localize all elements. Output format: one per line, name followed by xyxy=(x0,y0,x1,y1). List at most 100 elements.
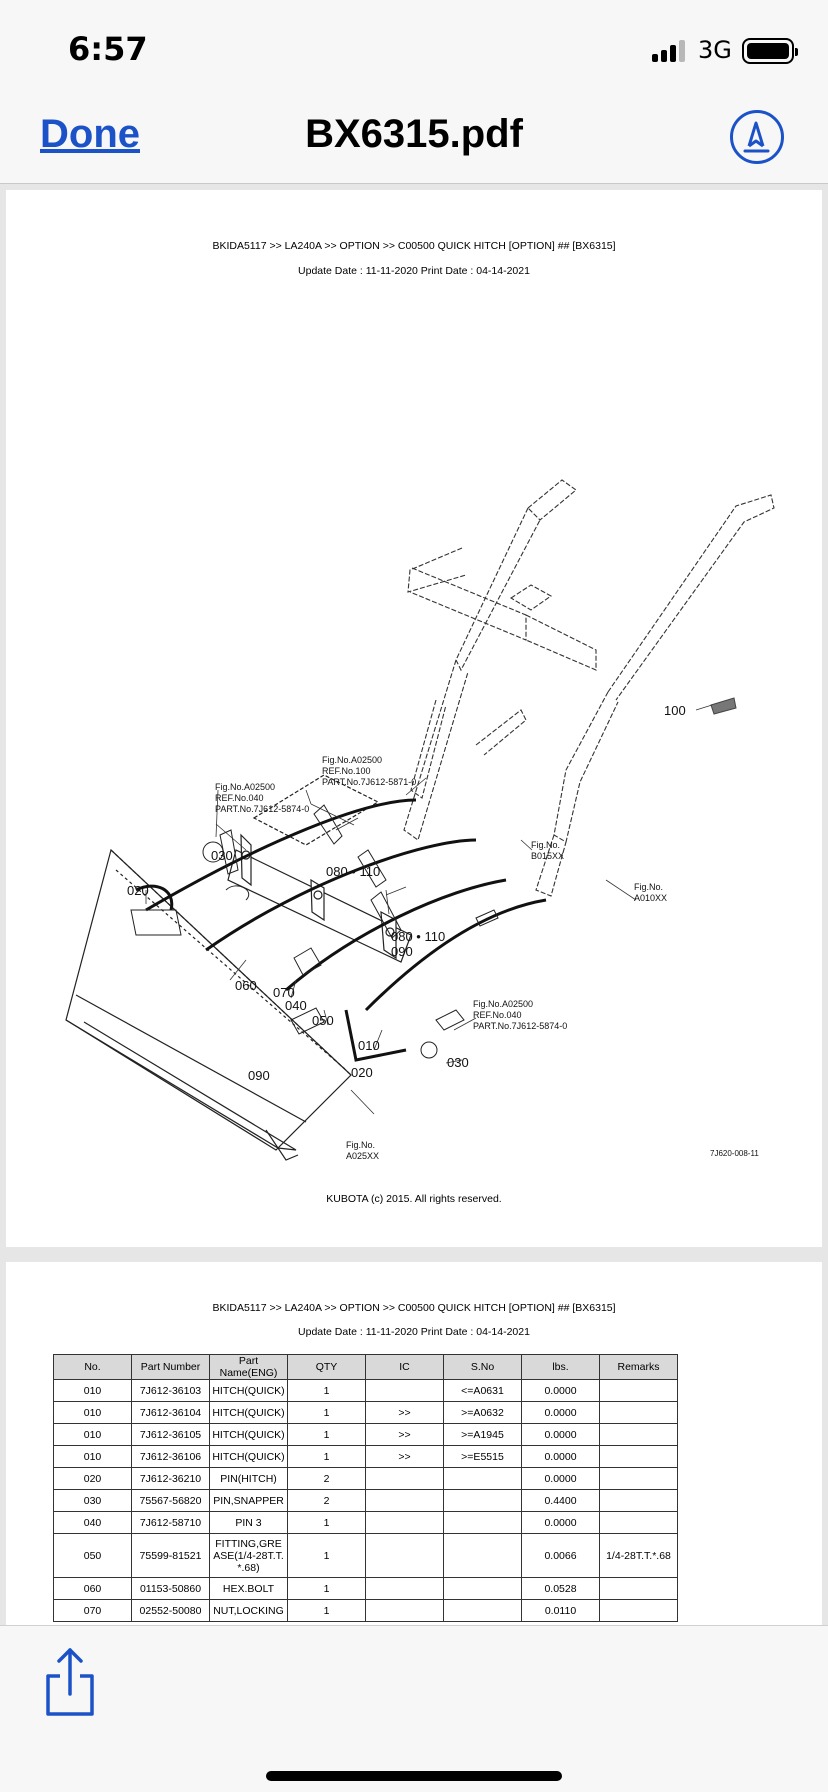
table-cell xyxy=(599,1511,678,1534)
share-icon[interactable] xyxy=(42,1646,98,1718)
table-cell xyxy=(599,1467,678,1490)
table-cell xyxy=(599,1379,678,1402)
callout-040: 040 xyxy=(285,998,307,1013)
table-cell: 010 xyxy=(53,1423,132,1446)
table-cell: 010 xyxy=(53,1445,132,1468)
home-indicator[interactable] xyxy=(266,1771,562,1781)
table-cell: 040 xyxy=(53,1511,132,1534)
ref-note-top-center-3: PART.No.7J612-5871-0 xyxy=(322,777,416,787)
table-cell: 0.0000 xyxy=(521,1511,600,1534)
table-cell: 0.0528 xyxy=(521,1577,600,1600)
table-cell: 7J612-58710 xyxy=(131,1511,210,1534)
table-cell: 0.0000 xyxy=(521,1401,600,1424)
table-cell: 0.4400 xyxy=(521,1489,600,1512)
table-cell: 1 xyxy=(287,1401,366,1424)
parts-diagram: Fig.No.A02500 REF.No.100 PART.No.7J612-5… xyxy=(65,479,775,1161)
table-cell xyxy=(365,1467,444,1490)
battery-icon xyxy=(742,38,798,64)
table-cell xyxy=(365,1577,444,1600)
table-cell: 1 xyxy=(287,1577,366,1600)
callout-050: 050 xyxy=(312,1013,334,1028)
table-cell xyxy=(599,1401,678,1424)
table-cell xyxy=(365,1379,444,1402)
callout-010: 010 xyxy=(358,1038,380,1053)
page-breadcrumb: BKIDA5117 >> LA240A >> OPTION >> C00500 … xyxy=(212,1302,616,1314)
done-button[interactable]: Done xyxy=(40,112,140,156)
table-cell: 020 xyxy=(53,1467,132,1490)
callout-030-right: 030 xyxy=(447,1055,469,1070)
callout-020-bottom: 020 xyxy=(351,1065,373,1080)
ref-note-top-left-3: PART.No.7J612-5874-0 xyxy=(215,804,309,814)
column-header: QTY xyxy=(287,1354,366,1380)
table-cell: 0.0110 xyxy=(521,1599,600,1622)
page-copyright: KUBOTA (c) 2015. All rights reserved. xyxy=(326,1193,502,1205)
table-cell xyxy=(365,1489,444,1512)
markup-pen-icon[interactable] xyxy=(730,110,784,164)
callout-070: 070 xyxy=(273,985,295,1000)
fig-a010-2: A010XX xyxy=(634,893,667,903)
nav-bar: Done BX6315.pdf xyxy=(0,94,828,184)
table-cell xyxy=(365,1599,444,1622)
table-cell xyxy=(443,1467,522,1490)
table-header-row: No. Part Number Part Name(ENG) QTY IC S.… xyxy=(53,1354,678,1380)
table-cell: 2 xyxy=(287,1467,366,1490)
table-cell: 1 xyxy=(287,1423,366,1446)
page-dates: Update Date : 11-11-2020 Print Date : 04… xyxy=(298,265,530,277)
table-cell: NUT,LOCKING xyxy=(209,1599,288,1622)
pdf-page-2: BKIDA5117 >> LA240A >> OPTION >> C00500 … xyxy=(6,1262,822,1625)
table-cell xyxy=(599,1599,678,1622)
connection-arcs xyxy=(135,798,547,1062)
table-cell xyxy=(365,1511,444,1534)
table-cell: 070 xyxy=(53,1599,132,1622)
table-cell: >> xyxy=(365,1401,444,1424)
table-cell: 1 xyxy=(287,1511,366,1534)
ref-note-top-left-1: Fig.No.A02500 xyxy=(215,782,275,792)
table-cell: 1 xyxy=(287,1533,366,1578)
table-cell: >> xyxy=(365,1445,444,1468)
cellular-signal-icon xyxy=(652,38,688,62)
table-cell: HITCH(QUICK) xyxy=(209,1401,288,1424)
table-cell: 1 xyxy=(287,1599,366,1622)
table-cell xyxy=(443,1489,522,1512)
fig-a025-1: Fig.No. xyxy=(346,1140,375,1150)
table-cell: 75567-56820 xyxy=(131,1489,210,1512)
table-cell xyxy=(443,1533,522,1578)
table-cell: 050 xyxy=(53,1533,132,1578)
column-header: lbs. xyxy=(521,1354,600,1380)
column-header: S.No xyxy=(443,1354,522,1380)
table-cell xyxy=(443,1599,522,1622)
fig-b015-2: B015XX xyxy=(531,851,564,861)
callout-060: 060 xyxy=(235,978,257,993)
table-cell: PIN,SNAPPER xyxy=(209,1489,288,1512)
table-cell: >=A1945 xyxy=(443,1423,522,1446)
table-cell xyxy=(599,1577,678,1600)
callout-100: 100 xyxy=(664,703,686,718)
status-time: 6:57 xyxy=(68,30,148,68)
table-cell: HEX.BOLT xyxy=(209,1577,288,1600)
drawing-code: 7J620-008-11 xyxy=(710,1149,759,1158)
table-cell: 7J612-36103 xyxy=(131,1379,210,1402)
column-header: Part Number xyxy=(131,1354,210,1380)
pdf-viewer[interactable]: BKIDA5117 >> LA240A >> OPTION >> C00500 … xyxy=(0,185,828,1625)
network-type: 3G xyxy=(698,36,732,64)
table-cell: 75599-81521 xyxy=(131,1533,210,1578)
ref-note-mid-right-3: PART.No.7J612-5874-0 xyxy=(473,1021,567,1031)
ref-note-top-left-2: REF.No.040 xyxy=(215,793,264,803)
table-cell: >=E5515 xyxy=(443,1445,522,1468)
small-parts xyxy=(130,697,737,1059)
table-cell: 7J612-36106 xyxy=(131,1445,210,1468)
table-cell: >> xyxy=(365,1423,444,1446)
callout-090-mid: 090 xyxy=(391,944,413,959)
table-cell xyxy=(365,1533,444,1578)
fig-a025-2: A025XX xyxy=(346,1151,379,1161)
table-cell: 060 xyxy=(53,1577,132,1600)
parts-table: No. Part Number Part Name(ENG) QTY IC S.… xyxy=(53,1354,678,1622)
